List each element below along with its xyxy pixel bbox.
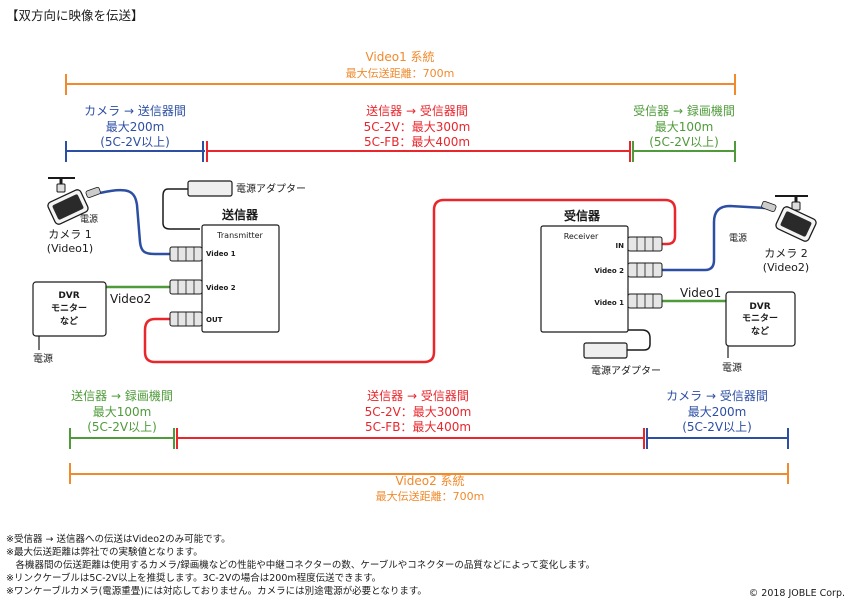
dvr-left-power-label: 電源: [33, 352, 53, 365]
dvr-left-line3: など: [60, 315, 78, 327]
dvr-left-line1: DVR: [58, 291, 79, 301]
camera1-sub: (Video1): [47, 242, 93, 255]
dvr-right: Video1 DVR モニター など 電源: [680, 286, 796, 374]
rx-adapter-icon: [583, 342, 628, 359]
top-segment-transmitter-to-receiver: 送信器 → 受信器間 5C-2V：最大300m 5C-FB：最大400m: [206, 103, 631, 162]
receiver-title-en: Receiver: [564, 232, 599, 241]
segment-max: 最大100m: [93, 405, 152, 419]
tx-port-video2: Video 2: [206, 284, 236, 292]
transmitter: 電源アダプター 送信器 Transmitter Video 1 Video 2 …: [169, 180, 306, 333]
camera2-name: カメラ 2: [764, 247, 808, 260]
video2-system-title: Video2 系統: [395, 474, 464, 488]
segment-line1: 5C-2V：最大300m: [365, 405, 472, 419]
dvr-right-line1: DVR: [749, 302, 770, 312]
segment-title: 送信器 → 受信器間: [367, 388, 469, 403]
dvr-right-power-label: 電源: [722, 361, 742, 374]
rx-adapter-label: 電源アダプター: [591, 364, 661, 377]
tx-bnc-video1: [169, 246, 203, 262]
segment-max: 最大100m: [655, 120, 714, 134]
video1-system-title: Video1 系統: [365, 50, 434, 64]
rx-bnc-in: [627, 236, 663, 252]
rx-bnc-video2: [627, 262, 663, 278]
camera2-sub: (Video2): [763, 261, 809, 274]
note-line: 各機器間の伝送距離は使用するカメラ/録画機などの性能や中継コネクターの数、ケーブ…: [6, 559, 595, 571]
camera1-icon: [47, 177, 101, 225]
segment-title: 送信器 → 受信器間: [366, 103, 468, 118]
video1-system-span: Video1 系統 最大伝送距離：700m: [65, 50, 736, 95]
cable-camera1-to-transmitter: [99, 188, 170, 256]
transmitter-title-jp: 送信器: [221, 207, 259, 222]
tx-bnc-out: [169, 311, 203, 327]
tx-adapter-label: 電源アダプター: [236, 182, 306, 195]
tx-port-video1: Video 1: [206, 250, 236, 258]
tx-bnc-video2: [169, 279, 203, 295]
bottom-segment-transmitter-to-recorder: 送信器 → 録画機間 最大100m (5C-2V以上): [69, 388, 175, 449]
rx-port-video1: Video 1: [594, 299, 624, 307]
segment-title: カメラ → 送信器間: [84, 103, 186, 118]
notes: ※受信器 → 送信器への伝送はVideo2のみ可能です。 ※最大伝送距離は弊社で…: [6, 533, 595, 597]
copyright: © 2018 JOBLE Corp.: [749, 588, 845, 599]
camera2-power-label: 電源: [729, 233, 747, 244]
tx-adapter-icon: [187, 180, 233, 197]
dvr-right-signal-label: Video1: [680, 286, 721, 300]
segment-max: 最大200m: [688, 405, 747, 419]
segment-title: 送信器 → 録画機間: [71, 388, 173, 403]
cable-link-transmitter-to-receiver: [143, 198, 677, 364]
video2-system-distance: 最大伝送距離：700m: [376, 489, 485, 503]
camera1-power-label: 電源: [80, 214, 98, 225]
segment-cable: (5C-2V以上): [100, 135, 170, 149]
dvr-left-box: [32, 281, 107, 337]
camera2: 電源 カメラ 2 (Video2): [729, 195, 817, 274]
page-title: 【双方向に映像を伝送】: [6, 8, 144, 23]
video2-system-span: Video2 系統 最大伝送距離：700m: [69, 463, 789, 503]
receiver-title-jp: 受信器: [564, 208, 601, 223]
bottom-segment-camera-to-receiver: カメラ → 受信器間 最大200m (5C-2V以上): [646, 389, 789, 449]
note-line: ※受信器 → 送信器への伝送はVideo2のみ可能です。: [6, 533, 231, 545]
receiver-box: [540, 225, 629, 333]
dvr-left-signal-label: Video2: [110, 292, 151, 306]
note-line: ※リンクケーブルは5C-2V以上を推奨します。3C-2Vの場合は200m程度伝送…: [6, 572, 381, 584]
dvr-right-box: [725, 291, 796, 347]
segment-line1: 5C-2V：最大300m: [364, 120, 471, 134]
note-line: ※ワンケーブルカメラ(電源重畳)には対応しておりません。カメラには別途電源が必要…: [6, 585, 427, 597]
tx-port-out: OUT: [206, 316, 223, 324]
segment-title: カメラ → 受信器間: [666, 389, 768, 403]
video1-system-distance: 最大伝送距離：700m: [346, 66, 455, 80]
transmitter-box: [201, 224, 280, 333]
segment-line2: 5C-FB：最大400m: [364, 135, 470, 149]
camera1: 電源 カメラ 1 (Video1): [47, 177, 101, 255]
segment-line2: 5C-FB：最大400m: [365, 420, 471, 434]
segment-cable: (5C-2V以上): [682, 420, 752, 434]
transmitter-title-en: Transmitter: [216, 231, 263, 240]
segment-max: 最大200m: [106, 120, 165, 134]
dvr-right-line3: など: [751, 325, 769, 337]
dvr-left-line2: モニター: [51, 302, 87, 314]
top-segment-camera-to-transmitter: カメラ → 送信器間 最大200m (5C-2V以上): [65, 103, 205, 162]
rx-bnc-video1: [627, 293, 663, 309]
rx-port-in: IN: [616, 242, 625, 250]
segment-cable: (5C-2V以上): [87, 420, 157, 434]
segment-cable: (5C-2V以上): [649, 135, 719, 149]
rx-adapter-cable: [618, 329, 651, 351]
segment-title: 受信器 → 録画機間: [633, 103, 735, 118]
camera2-icon: [761, 195, 817, 242]
dvr-right-line2: モニター: [742, 312, 778, 324]
camera1-name: カメラ 1: [48, 228, 92, 241]
cable-receiver-to-camera2: [662, 204, 766, 272]
dvr-left: DVR モニター など Video2 電源: [32, 281, 151, 365]
note-line: ※最大伝送距離は弊社での実験値となります。: [6, 546, 203, 558]
rx-port-video2: Video 2: [594, 267, 624, 275]
receiver: 受信器 Receiver IN Video 2 Video 1 電源アダプター: [540, 208, 663, 377]
top-segment-receiver-to-recorder: 受信器 → 録画機間 最大100m (5C-2V以上): [632, 103, 736, 162]
tx-adapter-cable: [162, 188, 200, 230]
bottom-segment-transmitter-to-receiver: 送信器 → 受信器間 5C-2V：最大300m 5C-FB：最大400m: [176, 388, 645, 449]
